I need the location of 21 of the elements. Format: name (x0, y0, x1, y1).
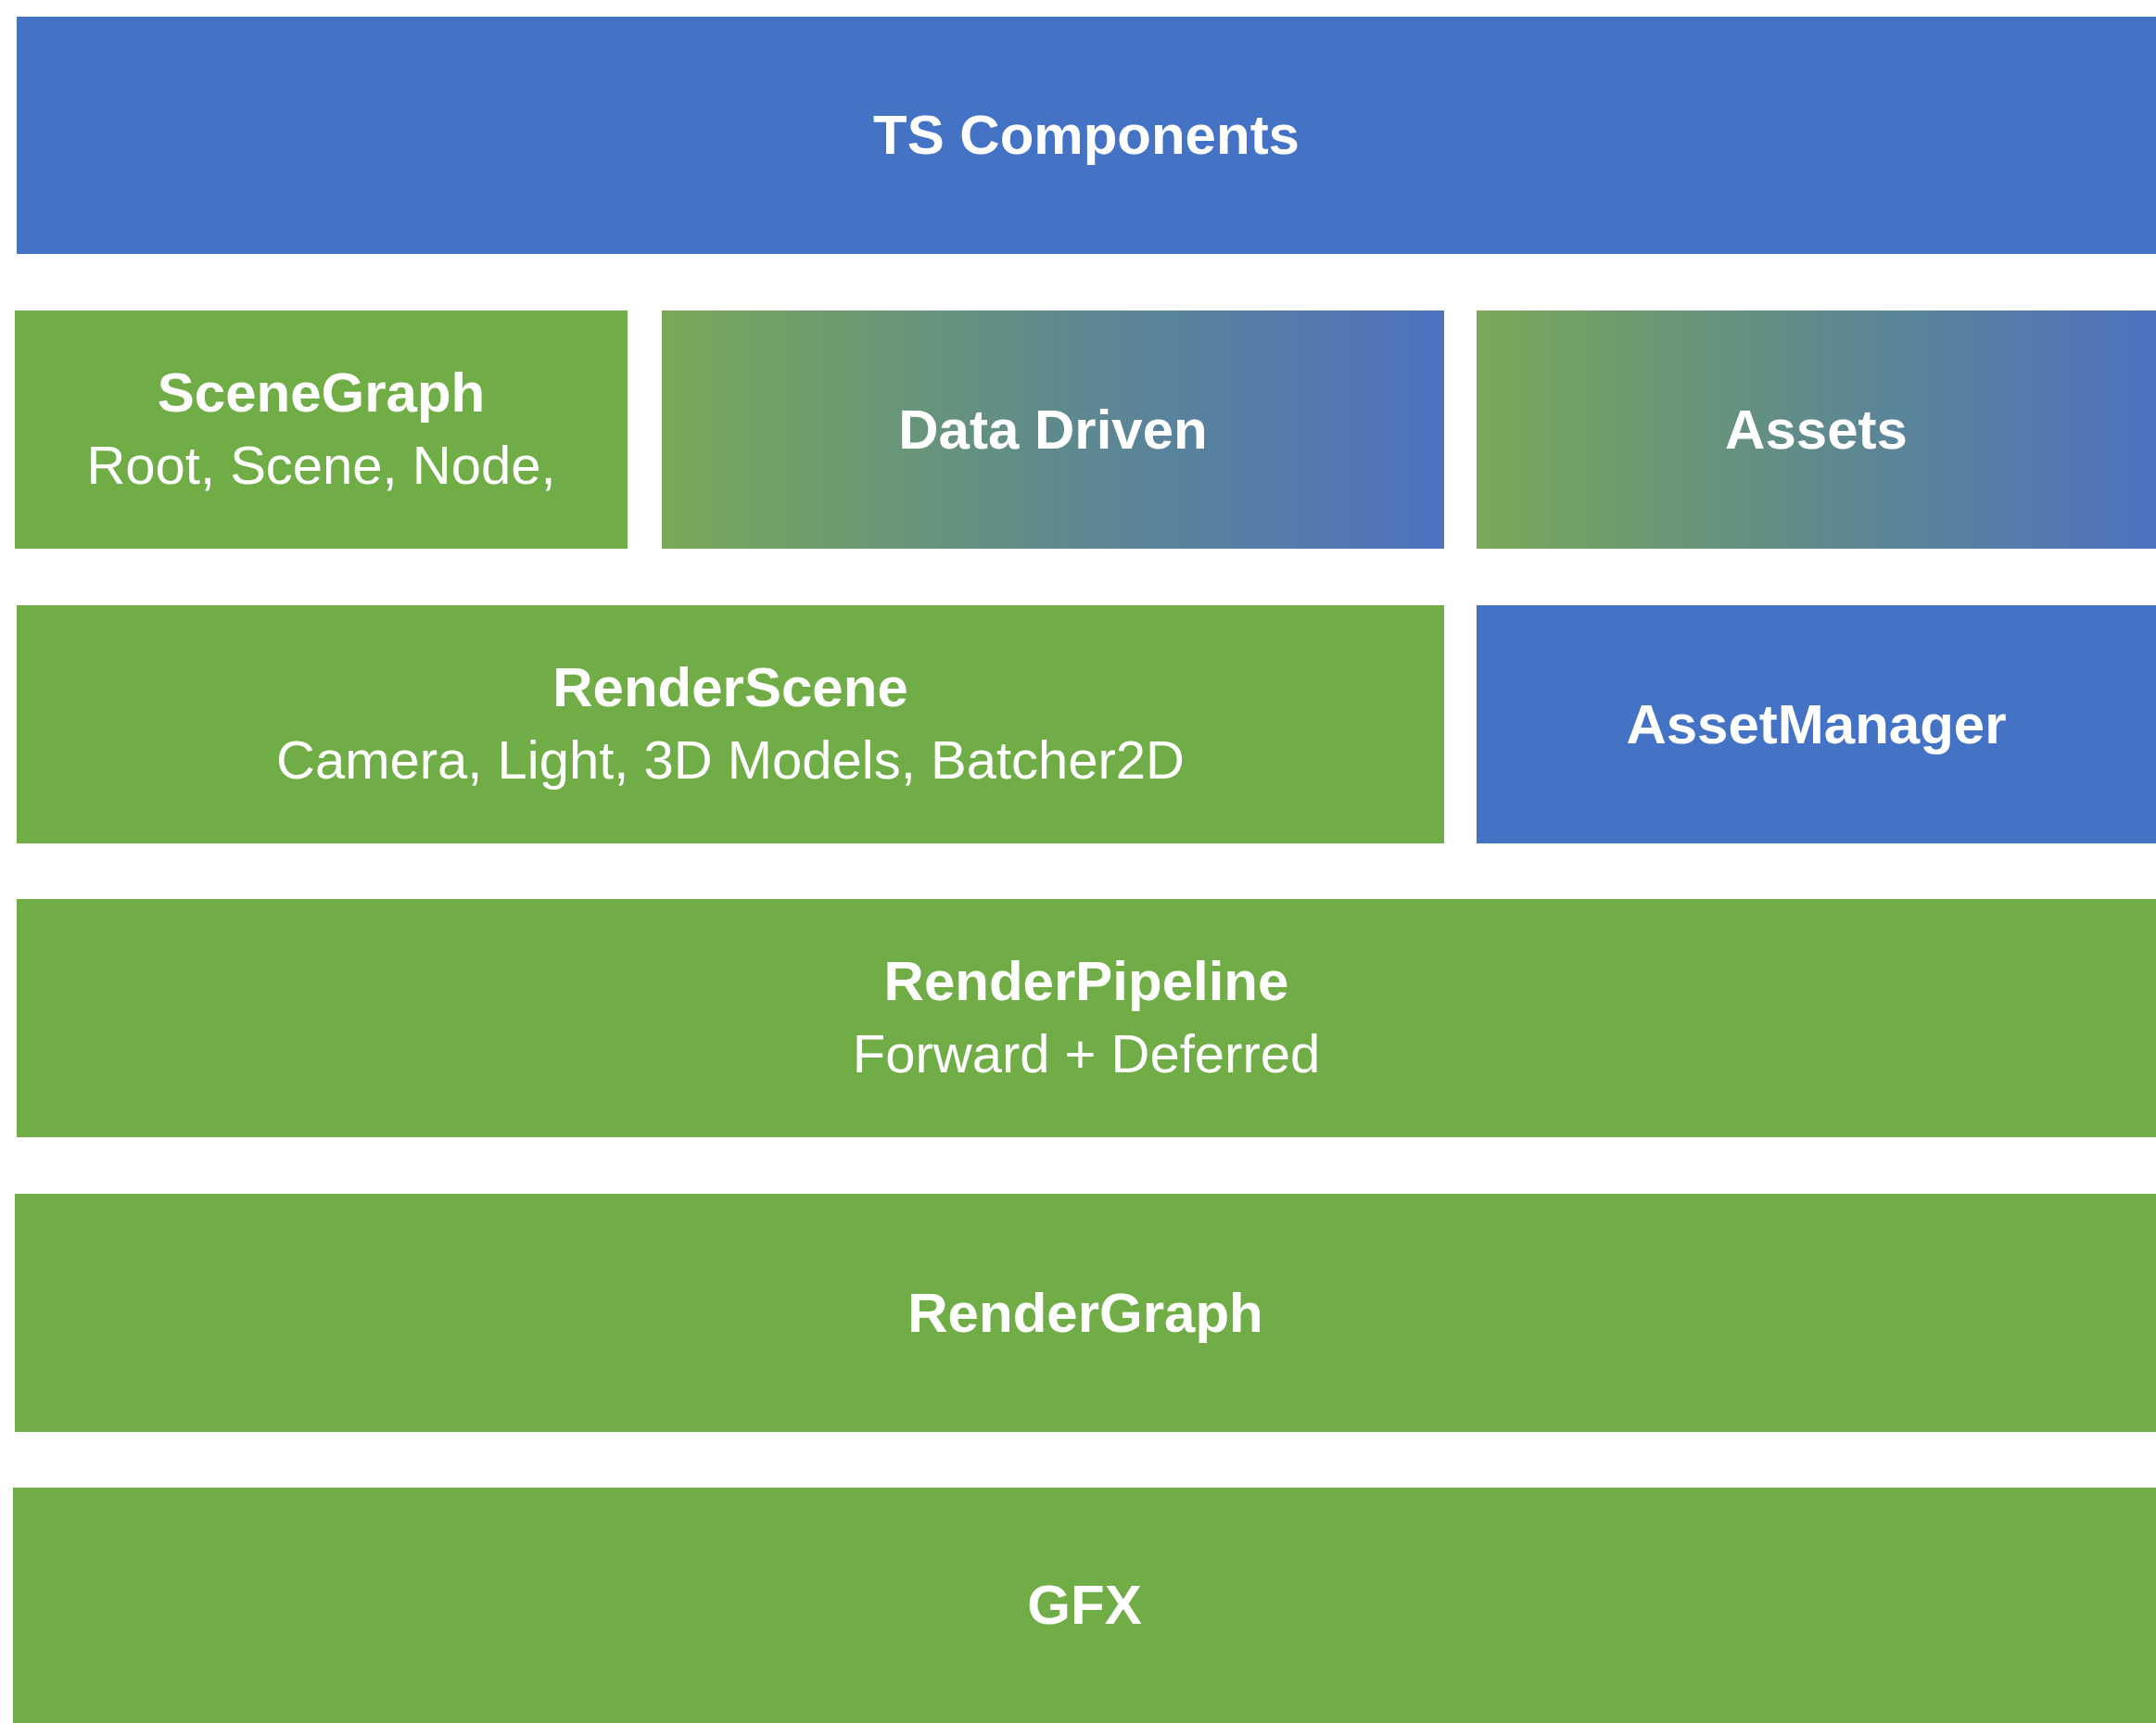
layer-box (17, 899, 2156, 1137)
layer-box (1477, 310, 2156, 549)
layer-box (17, 605, 1444, 843)
layer-box (662, 310, 1444, 549)
layer-title: GFX (1027, 1573, 1142, 1638)
layer-box (17, 17, 2156, 254)
layer-title: RenderPipeline (883, 949, 1289, 1015)
layer-description: Camera, Light, 3D Models, Batcher2D (276, 728, 1185, 792)
layer-box (15, 310, 628, 549)
layer-title: RenderGraph (907, 1280, 1263, 1346)
layer-title: Assets (1725, 397, 1908, 462)
layer-title: SceneGraph (157, 361, 486, 426)
layer-box (13, 1488, 2156, 1723)
layer-title: Data Driven (898, 397, 1208, 462)
layer-description: Forward + Deferred (852, 1022, 1321, 1086)
layer-box (1477, 605, 2156, 843)
layer-title: AssetManager (1626, 691, 2007, 757)
layer-description: Root, Scene, Node, (86, 434, 556, 498)
layer-title: TS Components (873, 103, 1300, 168)
layer-box (15, 1194, 2156, 1432)
layer-title: RenderScene (552, 655, 908, 721)
